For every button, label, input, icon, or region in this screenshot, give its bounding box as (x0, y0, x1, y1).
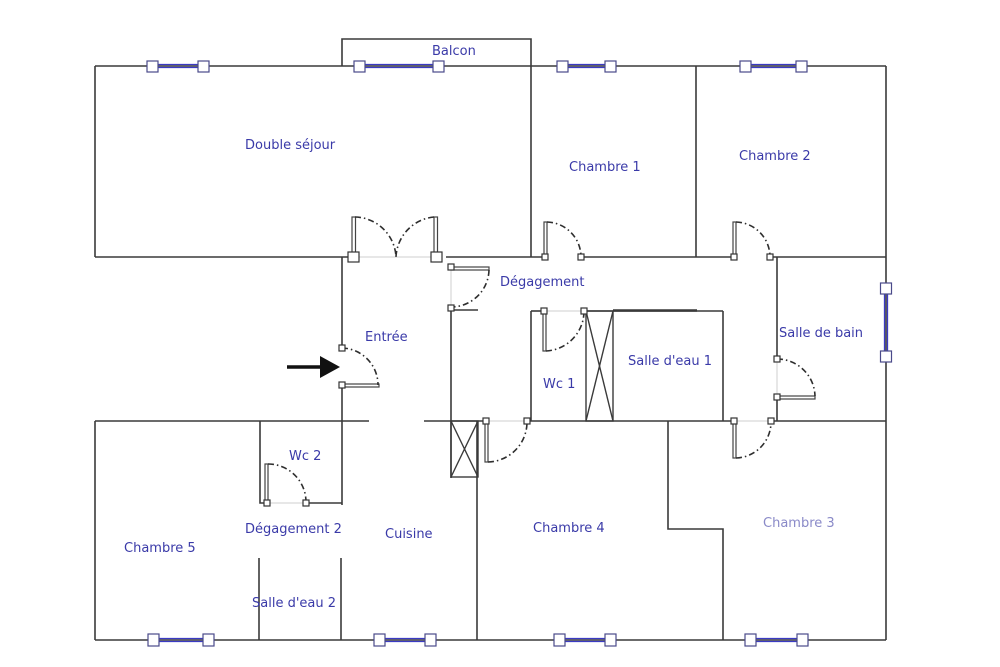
label-wc-2: Wc 2 (289, 449, 321, 464)
door-wc-1 (540, 307, 588, 352)
walls (94, 38, 887, 641)
door-sejour-double (347, 216, 443, 263)
label-chambre-4: Chambre 4 (533, 521, 605, 536)
label-cuisine: Cuisine (385, 527, 433, 542)
window-chambre-5 (147, 633, 215, 647)
window-chambre-4 (553, 633, 617, 647)
label-degagement: Dégagement (500, 275, 584, 290)
window-cuisine (373, 633, 437, 647)
label-chambre-3: Chambre 3 (763, 516, 835, 531)
window-sejour-2 (353, 60, 445, 73)
window-chambre-3 (744, 633, 809, 647)
door-wc-2 (263, 463, 310, 507)
label-salle-deau-2: Salle d'eau 2 (252, 596, 336, 611)
room-labels: Balcon Double séjour Chambre 1 Chambre 2… (124, 44, 863, 611)
label-chambre-1: Chambre 1 (569, 160, 641, 175)
door-chambre-1 (541, 221, 585, 261)
door-entrance (338, 344, 380, 389)
door-chambre-3 (730, 417, 775, 459)
label-chambre-5: Chambre 5 (124, 541, 196, 556)
window-chambre-2 (739, 60, 808, 73)
door-degagement (447, 263, 490, 312)
shafts (450, 310, 614, 478)
door-salle-de-bain (773, 355, 816, 401)
windows (146, 60, 893, 647)
label-wc-1: Wc 1 (543, 377, 575, 392)
label-double-sejour: Double séjour (245, 138, 336, 153)
door-chambre-4 (482, 417, 531, 463)
label-entree: Entrée (365, 330, 408, 345)
label-chambre-2: Chambre 2 (739, 149, 811, 164)
label-degagement-2: Dégagement 2 (245, 522, 342, 537)
entrance-arrow-icon (287, 356, 340, 378)
label-salle-deau-1: Salle d'eau 1 (628, 354, 712, 369)
label-salle-de-bain: Salle de bain (779, 326, 863, 341)
doors (263, 216, 816, 507)
window-salle-de-bain (879, 282, 893, 363)
door-chambre-2 (730, 221, 774, 261)
window-sejour-1 (146, 60, 210, 73)
window-chambre-1 (556, 60, 617, 73)
label-balcon: Balcon (432, 44, 476, 59)
